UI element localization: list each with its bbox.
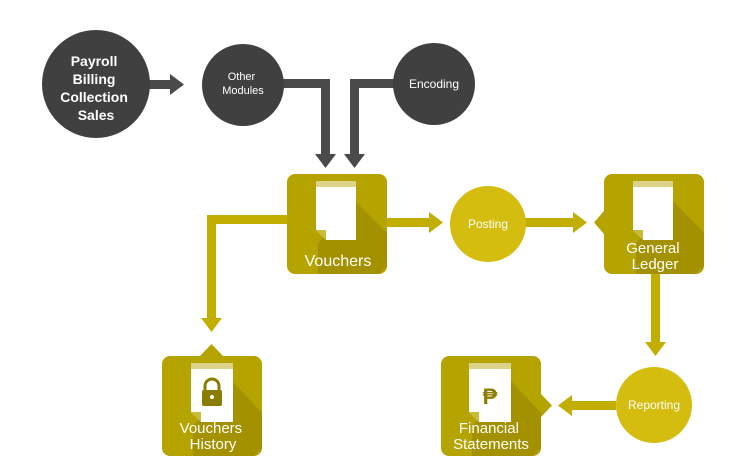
posting-circle: Posting [450, 186, 526, 262]
financial-statements-box: ₱ Financial Statements [441, 356, 552, 456]
svg-text:Financial Statements: Financial Statements [453, 420, 529, 453]
peso-document-icon: ₱ [469, 363, 511, 422]
general-ledger-line-1: General [626, 240, 679, 257]
encoding-label: Encoding [409, 77, 459, 91]
vouchers-label: Vouchers [305, 253, 372, 270]
reporting-label: Reporting [628, 398, 680, 412]
general-ledger-line-2: Ledger [632, 256, 679, 273]
lock-document-icon [191, 363, 233, 422]
sources-circle: Payroll Billing Collection Sales [42, 30, 150, 138]
reporting-circle: Reporting [616, 367, 692, 443]
sources-line-1: Payroll [71, 53, 118, 69]
vouchers-box: Vouchers [287, 174, 387, 274]
vouchers-history-line-2: History [190, 436, 237, 453]
document-icon [633, 181, 673, 240]
encoding-circle: Encoding [393, 43, 475, 125]
vouchers-history-line-1: Vouchers [180, 420, 243, 437]
arrow-posting-to-general-ledger [525, 212, 587, 233]
arrow-other-modules-to-vouchers [283, 79, 336, 168]
financial-statements-line-2: Statements [453, 436, 529, 453]
financial-statements-line-1: Financial [459, 420, 519, 437]
arrow-general-ledger-to-reporting [645, 274, 666, 356]
sources-line-3: Collection [60, 89, 128, 105]
arrow-encoding-to-vouchers [344, 79, 396, 168]
other-modules-circle: Other Modules [202, 44, 284, 126]
arrow-vouchers-to-vouchers-history [201, 215, 287, 332]
document-icon [316, 181, 356, 240]
arrow-sources-to-other-modules [148, 74, 184, 95]
svg-text:General Ledger: General Ledger [626, 240, 684, 273]
svg-text:Payroll Billing Co: Payroll Billing Collection Sales [60, 53, 132, 123]
arrow-reporting-to-financial-statements [558, 395, 616, 416]
general-ledger-box: General Ledger [594, 174, 704, 274]
other-modules-line-2: Modules [222, 85, 264, 97]
other-modules-line-1: Other [228, 71, 256, 83]
svg-text:Other Modules: Other Modules [222, 71, 264, 97]
sources-line-2: Billing [73, 71, 116, 87]
vouchers-history-box: Vouchers History [162, 344, 262, 456]
svg-text:Vouchers History: Vouchers History [180, 420, 247, 453]
svg-text:₱: ₱ [483, 384, 498, 409]
posting-label: Posting [468, 217, 508, 231]
sources-line-4: Sales [78, 107, 115, 123]
arrow-vouchers-to-posting [387, 212, 443, 233]
